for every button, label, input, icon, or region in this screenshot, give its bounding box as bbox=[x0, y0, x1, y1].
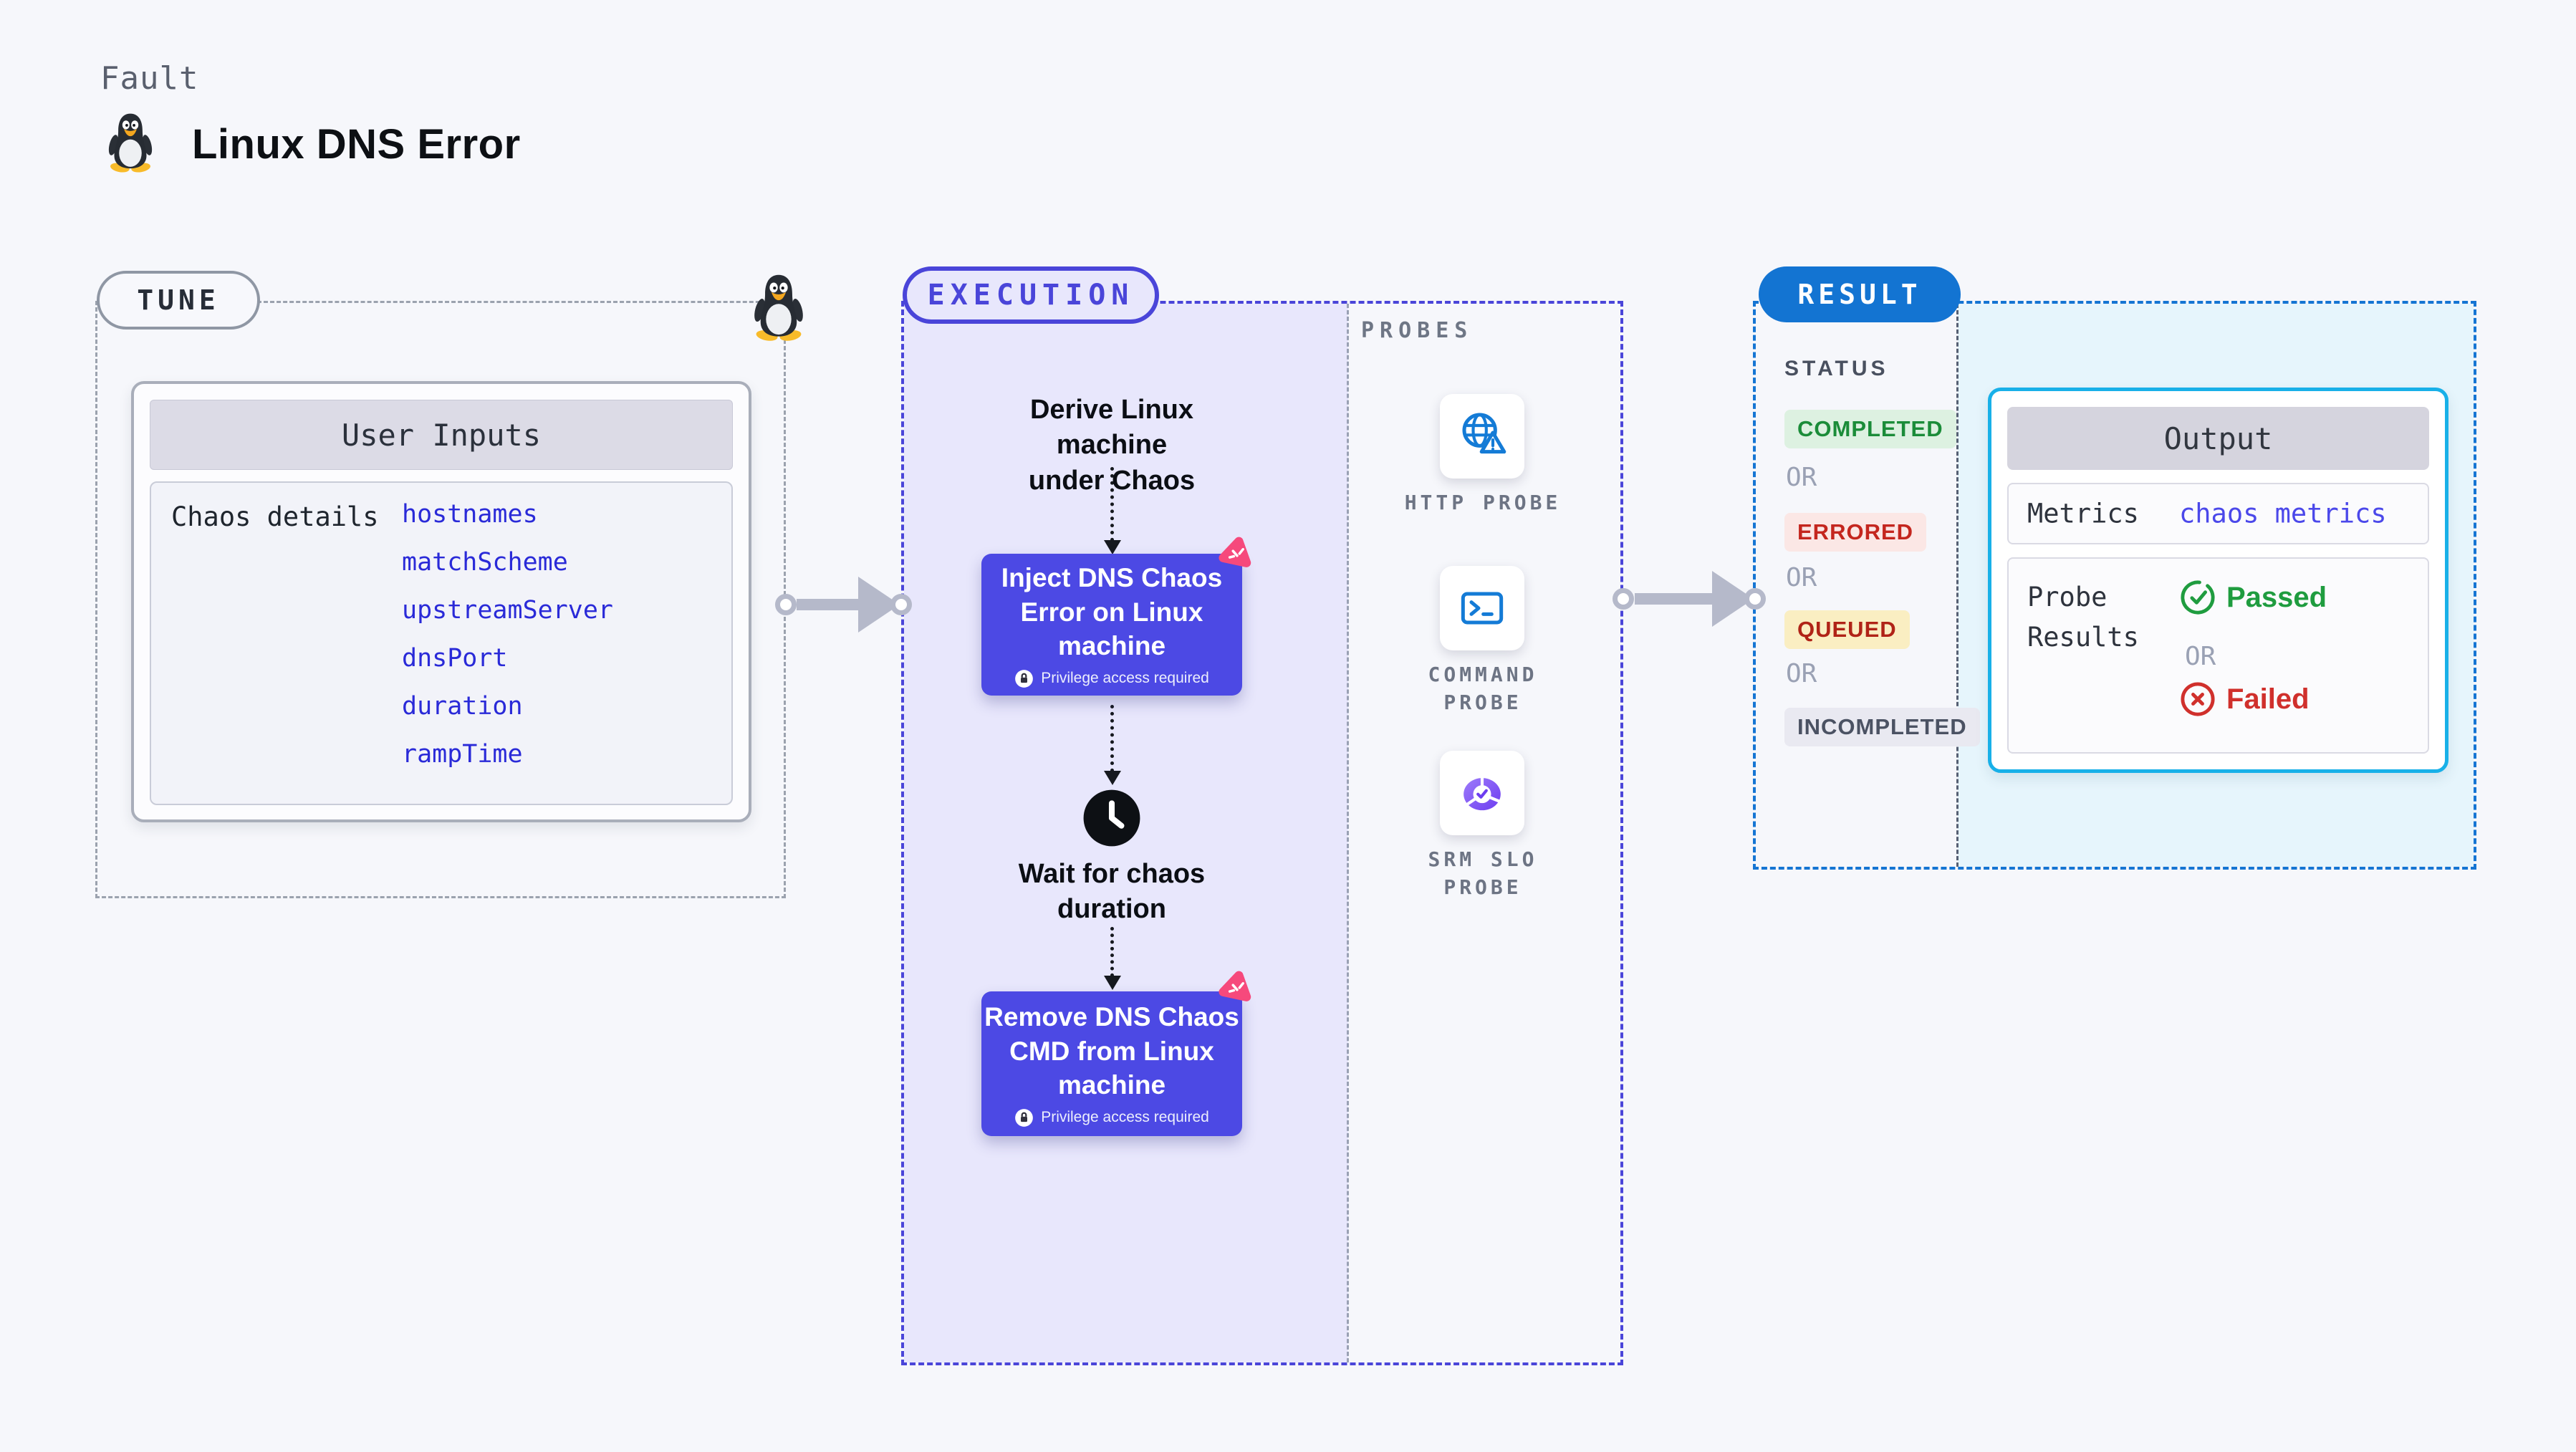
command-probe-label: COMMAND PROBE bbox=[1428, 663, 1538, 715]
status-badge-errored: ERRORED bbox=[1784, 513, 1927, 552]
probe-results-row: Probe Results Passed OR Failed bbox=[2007, 557, 2429, 754]
passed-label: Passed bbox=[2226, 581, 2327, 613]
wait-step-text: Wait for chaos duration bbox=[1018, 859, 1206, 925]
page-title: Linux DNS Error bbox=[192, 121, 521, 168]
slo-donut-check-icon bbox=[1453, 764, 1511, 822]
status-badge-queued: QUEUED bbox=[1784, 610, 1910, 649]
connector-dot bbox=[775, 594, 797, 615]
metrics-row: Metrics chaos metrics bbox=[2007, 483, 2429, 544]
flow-dotted-arrowhead bbox=[1104, 976, 1121, 990]
flow-dotted-arrowhead bbox=[1104, 771, 1121, 785]
connector-dot bbox=[1744, 588, 1766, 610]
chaos-experiment-logo-icon bbox=[1213, 529, 1260, 577]
status-output-divider bbox=[1956, 304, 1959, 867]
flow-dotted-connector bbox=[1110, 927, 1114, 977]
terminal-icon bbox=[1453, 580, 1511, 637]
fault-kicker: Fault bbox=[100, 60, 199, 97]
probe-results-label: Probe Results bbox=[2027, 582, 2139, 653]
status-or-separator: OR bbox=[1786, 563, 1817, 592]
flow-dotted-arrowhead bbox=[1104, 540, 1121, 554]
lock-icon bbox=[1014, 668, 1034, 688]
inject-node-title: Inject DNS Chaos Error on Linux machine bbox=[1001, 563, 1223, 661]
param-dnsport: dnsPort bbox=[402, 643, 508, 673]
param-ramptime: rampTime bbox=[402, 739, 523, 769]
param-upstreamserver: upstreamServer bbox=[402, 595, 614, 625]
chaos-details-label: Chaos details bbox=[171, 501, 379, 532]
chaos-params-list: hostnames matchScheme upstreamServer dns… bbox=[402, 490, 613, 778]
execution-probes-divider bbox=[1347, 304, 1349, 1362]
chaos-experiment-logo-icon bbox=[1213, 963, 1260, 1011]
metrics-value: chaos metrics bbox=[2179, 498, 2387, 529]
result-section-pill: RESULT bbox=[1759, 266, 1961, 322]
execution-pill-label: EXECUTION bbox=[927, 279, 1135, 312]
status-badge-completed: COMPLETED bbox=[1784, 410, 1956, 448]
globe-warning-icon bbox=[1453, 408, 1511, 465]
tune-pill-label: TUNE bbox=[137, 284, 220, 316]
execution-section-pill: EXECUTION bbox=[903, 266, 1159, 324]
connector-dot bbox=[1613, 588, 1634, 610]
privilege-label: Privilege access required bbox=[1041, 670, 1209, 687]
http-probe-card bbox=[1440, 394, 1524, 479]
privilege-row: Privilege access required bbox=[1014, 668, 1209, 688]
x-circle-icon bbox=[2179, 681, 2216, 718]
check-circle-icon bbox=[2179, 579, 2216, 616]
remove-node-title: Remove DNS Chaos CMD from Linux machine bbox=[984, 1002, 1239, 1100]
param-matchscheme: matchScheme bbox=[402, 547, 568, 577]
wait-clock-icon bbox=[1081, 787, 1143, 849]
passed-verdict: Passed bbox=[2179, 579, 2327, 616]
http-probe-label: HTTP PROBE bbox=[1404, 491, 1562, 514]
srm-slo-probe-card bbox=[1440, 751, 1524, 835]
execution-to-result-arrow bbox=[1635, 593, 1715, 605]
status-column-label: STATUS bbox=[1784, 357, 1889, 380]
user-inputs-body: Chaos details hostnames matchScheme upst… bbox=[150, 481, 733, 805]
linux-tux-icon bbox=[105, 110, 156, 173]
privilege-label: Privilege access required bbox=[1041, 1109, 1209, 1126]
flow-dotted-connector bbox=[1110, 705, 1114, 772]
lock-icon bbox=[1014, 1107, 1034, 1128]
status-or-separator: OR bbox=[1786, 659, 1817, 688]
tune-to-execution-arrow bbox=[797, 599, 861, 610]
verdict-or-separator: OR bbox=[2185, 642, 2216, 671]
tune-section-pill: TUNE bbox=[97, 271, 260, 330]
srm-slo-probe-label: SRM SLO PROBE bbox=[1428, 847, 1538, 900]
user-inputs-header: User Inputs bbox=[150, 400, 733, 470]
result-pill-label: RESULT bbox=[1797, 279, 1922, 310]
flow-dotted-connector bbox=[1110, 467, 1114, 542]
privilege-row: Privilege access required bbox=[1014, 1107, 1209, 1128]
param-hostnames: hostnames bbox=[402, 499, 538, 529]
user-inputs-card: User Inputs Chaos details hostnames matc… bbox=[131, 381, 751, 822]
metrics-label: Metrics bbox=[2027, 498, 2139, 529]
param-duration: duration bbox=[402, 691, 523, 721]
linux-tux-corner-icon bbox=[749, 272, 808, 341]
inject-dns-chaos-node: Inject DNS Chaos Error on Linux machine … bbox=[981, 554, 1242, 696]
status-badge-incompleted: INCOMPLETED bbox=[1784, 708, 1980, 746]
failed-verdict: Failed bbox=[2179, 681, 2310, 718]
connector-dot bbox=[890, 594, 912, 615]
status-or-separator: OR bbox=[1786, 463, 1817, 492]
output-card-header: Output bbox=[2007, 407, 2429, 470]
remove-dns-chaos-node: Remove DNS Chaos CMD from Linux machine … bbox=[981, 991, 1242, 1136]
derive-machine-step-text: Derive Linux machine under Chaos bbox=[1028, 395, 1196, 496]
command-probe-card bbox=[1440, 566, 1524, 650]
output-card: Output Metrics chaos metrics Probe Resul… bbox=[1988, 388, 2448, 773]
failed-label: Failed bbox=[2226, 683, 2310, 715]
probes-section-label: PROBES bbox=[1361, 318, 1474, 343]
